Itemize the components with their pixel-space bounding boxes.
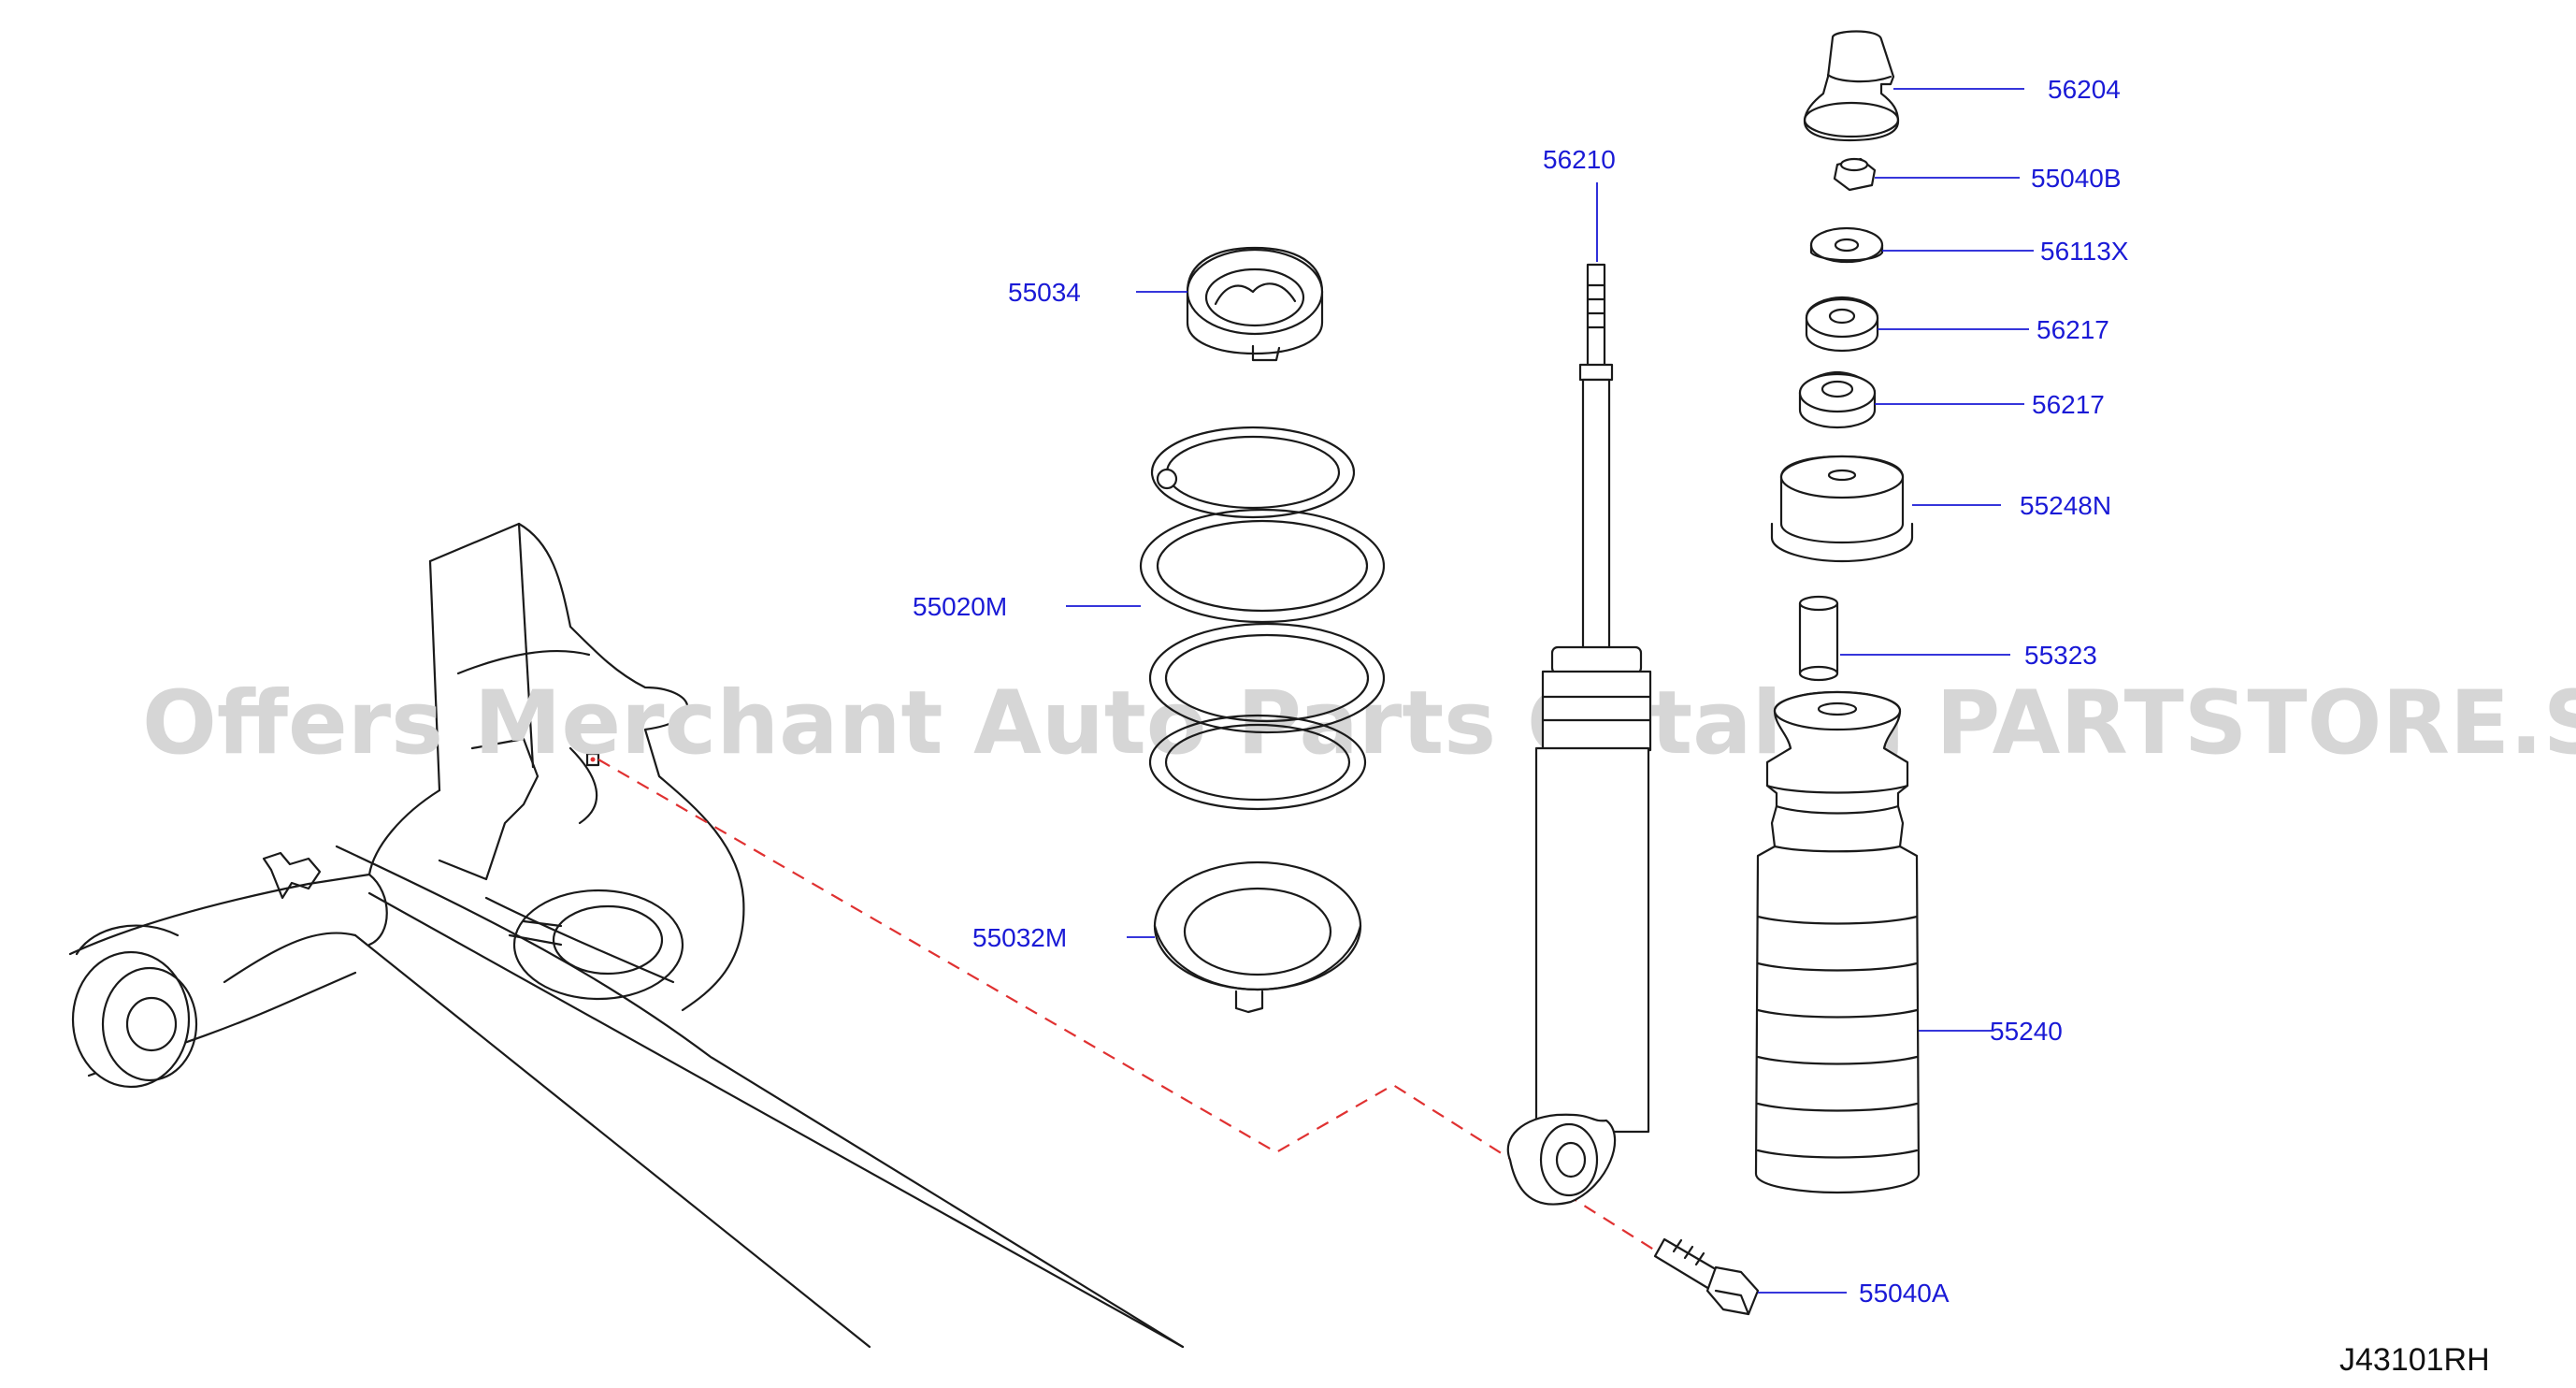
label-55040b[interactable]: 55040B <box>2031 164 2122 193</box>
part-55040b-nut[interactable] <box>1833 157 1877 192</box>
label-55020m[interactable]: 55020M <box>913 592 1007 621</box>
part-55248n-mounting-cup[interactable] <box>1770 455 1914 563</box>
label-55240[interactable]: 55240 <box>1990 1017 2063 1046</box>
label-55032m[interactable]: 55032M <box>972 923 1067 952</box>
label-55323[interactable]: 55323 <box>2024 641 2097 670</box>
part-56204-dust-cap[interactable] <box>1803 30 1900 142</box>
part-56210-shock-absorber[interactable] <box>1506 263 1652 1206</box>
label-55034[interactable]: 55034 <box>1008 278 1081 307</box>
label-56113x[interactable]: 56113X <box>2040 237 2129 266</box>
part-56113x-washer[interactable] <box>1809 226 1884 264</box>
diagram-code: J43101RH <box>2339 1342 2490 1378</box>
part-55040a-bolt[interactable] <box>1653 1237 1760 1316</box>
rear-axle-beam-illustration <box>68 522 1185 1349</box>
part-56217-lower-bushing[interactable] <box>1798 370 1877 429</box>
watermark-text: Offers Merchant Auto Parts Catalog PARTS… <box>142 672 2576 774</box>
label-56204[interactable]: 56204 <box>2048 75 2121 104</box>
label-55040a[interactable]: 55040A <box>1859 1279 1950 1308</box>
part-55240-bump-stop[interactable] <box>1754 690 1921 1194</box>
part-55034-upper-spring-insulator[interactable] <box>1186 246 1324 362</box>
mounting-guide-dashed-line <box>597 759 1661 1254</box>
label-56217-upper[interactable]: 56217 <box>2036 315 2109 344</box>
part-number-labels: 56210 55034 55020M 55032M 56204 55040B 5… <box>913 75 2129 1308</box>
leader-lines <box>1066 88 2034 1294</box>
label-55248n[interactable]: 55248N <box>2020 491 2111 520</box>
part-56217-upper-bushing[interactable] <box>1805 296 1879 353</box>
part-55323-sleeve[interactable] <box>1798 595 1839 682</box>
label-56210[interactable]: 56210 <box>1543 145 1616 174</box>
part-55020m-coil-spring[interactable] <box>1139 426 1386 811</box>
label-56217-lower[interactable]: 56217 <box>2032 390 2105 419</box>
part-55032m-lower-spring-insulator[interactable] <box>1153 860 1362 1014</box>
